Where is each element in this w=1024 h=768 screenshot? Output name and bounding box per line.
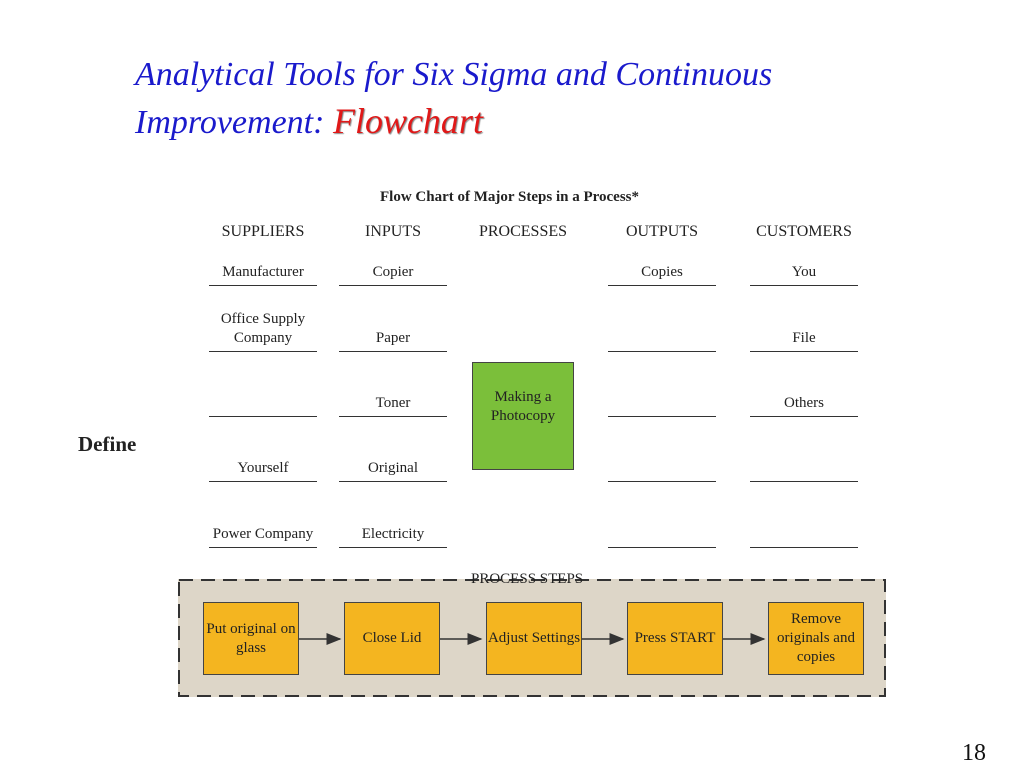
flowchart-title: Flow Chart of Major Steps in a Process* <box>380 189 639 205</box>
output-cell <box>608 367 716 417</box>
process-steps-border <box>178 579 886 697</box>
process-steps-label: PROCESS STEPS <box>471 571 584 587</box>
column-header-customers: CUSTOMERS <box>756 223 852 240</box>
supplier-cell: Power Company <box>209 498 317 548</box>
input-cell: Toner <box>339 367 447 417</box>
customer-cell: Others <box>750 367 858 417</box>
step-box-adjust-settings: Adjust Settings <box>486 602 582 675</box>
step-box-press-start: Press START <box>627 602 723 675</box>
supplier-cell: Manufacturer <box>209 236 317 286</box>
step-box-close-lid: Close Lid <box>344 602 440 675</box>
input-cell: Paper <box>339 302 447 352</box>
slide-title-highlight: Flowchart <box>332 101 483 141</box>
column-header-inputs: INPUTS <box>364 223 421 240</box>
column-header-suppliers: SUPPLIERS <box>221 223 305 240</box>
input-cell: Electricity <box>339 498 447 548</box>
output-cell <box>608 498 716 548</box>
output-cell: Copies <box>608 236 716 286</box>
supplier-cell: Yourself <box>209 432 317 482</box>
column-header-processes: PROCESSES <box>478 223 568 240</box>
page-number: 18 <box>962 740 986 766</box>
process-box: Making a Photocopy <box>472 362 574 470</box>
customer-cell <box>750 498 858 548</box>
slide-title: Analytical Tools for Six Sigma and Conti… <box>135 52 935 146</box>
supplier-cell: Office Supply Company <box>209 302 317 352</box>
input-cell: Copier <box>339 236 447 286</box>
supplier-cell <box>209 367 317 417</box>
column-header-outputs: OUTPUTS <box>625 223 698 240</box>
output-cell <box>608 302 716 352</box>
step-box-remove-originals: Remove originals and copies <box>768 602 864 675</box>
customer-cell: You <box>750 236 858 286</box>
step-box-put-original: Put original on glass <box>203 602 299 675</box>
input-cell: Original <box>339 432 447 482</box>
output-cell <box>608 432 716 482</box>
define-label: Define <box>78 432 137 456</box>
slide-title-main: Analytical Tools for Six Sigma and Conti… <box>135 56 773 141</box>
customer-cell: File <box>750 302 858 352</box>
customer-cell <box>750 432 858 482</box>
